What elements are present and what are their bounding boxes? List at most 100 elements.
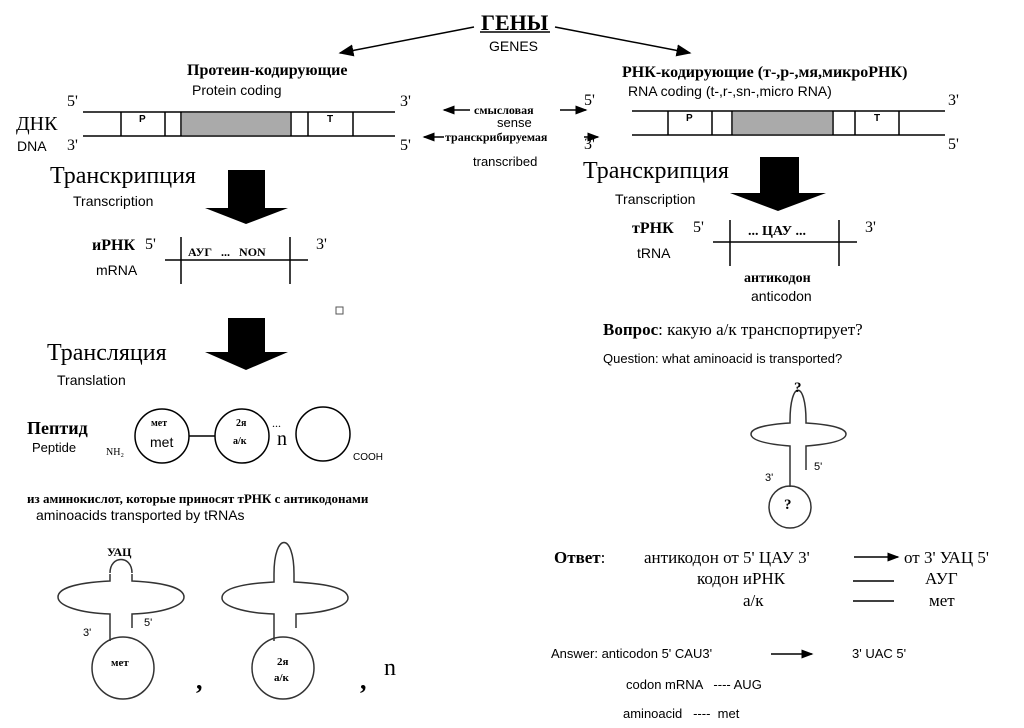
trna-cloverleaf-question — [750, 389, 847, 529]
left-promoter-label: P — [139, 114, 146, 125]
question-ru: Вопрос: какую а/к транспортирует? — [603, 320, 863, 340]
question-label: Вопрос — [603, 320, 659, 339]
anticodon-label-en: anticodon — [751, 288, 812, 304]
left-translation-arrow-icon — [205, 318, 288, 370]
question-text: : какую а/к транспортирует? — [658, 320, 863, 339]
trna1-3-end: 3' — [83, 627, 92, 639]
answer-en-line-3: aminoacid ---- met — [623, 706, 740, 721]
dna-label-ru: ДНК — [16, 113, 58, 135]
rna-coding-heading-ru: РНК-кодирующие (т-,р-,мя,микроРНК) — [622, 64, 908, 81]
right-transcription-en: Transcription — [615, 191, 696, 207]
answer-label-ru: Ответ: — [554, 548, 605, 568]
peptide-n: n — [277, 428, 287, 450]
trna-cloverleaf-2 — [221, 542, 349, 700]
right-promoter-label: P — [686, 113, 693, 124]
dna-label-en: DNA — [17, 138, 47, 154]
trna-5-end: 5' — [693, 219, 704, 236]
right-gene-coding-region — [733, 112, 832, 134]
peptide-residue-n — [295, 406, 351, 462]
small-square — [335, 306, 344, 315]
title-ru: ГЕНЫ — [481, 10, 549, 35]
comma-1: , — [196, 666, 203, 695]
rna-coding-heading-en: RNA coding (t-,r-,sn-,micro RNA) — [628, 83, 832, 99]
answer-row-2-left: кодон иРНК — [697, 569, 786, 588]
right-dna-top-3: 3' — [948, 92, 959, 109]
answer-row-3-left: а/к — [743, 591, 764, 610]
question-trna-5: 5' — [814, 461, 823, 473]
left-dna-top-3: 3' — [400, 93, 411, 110]
mrna-diagram — [165, 237, 308, 284]
trna-linear-diagram — [713, 220, 857, 266]
protein-coding-heading-ru: Протеин-кодирующие — [187, 62, 348, 79]
right-dna-top-5: 5' — [584, 92, 595, 109]
aminoacid-caption-ru: из аминокислот, которые приносят тРНК с … — [27, 491, 369, 506]
peptide-nh2: NH₂ — [106, 447, 124, 458]
answer-row-2-right: АУГ — [925, 569, 958, 588]
answer-row-1-left: антикодон от 5' ЦАУ 3' — [644, 548, 810, 567]
left-dna-top-5: 5' — [67, 93, 78, 110]
question-anticodon-mark: ? — [794, 380, 802, 396]
trna1-anticodon: УАЦ — [107, 545, 132, 559]
mrna-label-ru: иРНК — [92, 237, 136, 254]
peptide-met-en: met — [150, 434, 174, 450]
peptide-met-ru: мет — [151, 418, 168, 429]
right-dna-bottom-3: 3' — [584, 136, 595, 153]
trna-label-ru: тРНК — [632, 220, 674, 237]
mrna-5-end: 5' — [145, 236, 156, 253]
peptide-ru: Пептид — [27, 418, 88, 438]
mrna-label-en: mRNA — [96, 262, 138, 278]
peptide-en: Peptide — [32, 440, 77, 455]
right-terminator-label: T — [874, 113, 881, 124]
left-gene-coding-region — [182, 113, 290, 135]
aminoacid-caption-en: aminoacids transported by tRNAs — [36, 507, 245, 523]
left-transcription-en: Transcription — [73, 193, 154, 209]
trna-label-en: tRNA — [637, 245, 671, 261]
question-aminoacid-mark: ? — [784, 497, 792, 513]
answer-colon: : — [600, 548, 606, 567]
arrow-to-rna-coding — [554, 26, 692, 57]
transcribed-label-ru: транскрибируемая — [445, 130, 548, 144]
trna1-aminoacid: мет — [111, 657, 129, 669]
transcribed-label-en: transcribed — [473, 154, 538, 169]
right-transcription-arrow-icon — [730, 157, 826, 211]
right-transcription-ru: Транскрипция — [583, 158, 729, 184]
arrow-to-protein-coding — [338, 26, 475, 57]
left-dna-strands — [83, 111, 395, 137]
answer-row-3-right: мет — [929, 591, 955, 610]
right-dna-strands — [632, 110, 945, 136]
answer-en-line-1: Answer: anticodon 5' CAU3' — [551, 646, 713, 661]
trna-3-end: 3' — [865, 219, 876, 236]
comma-2: , — [360, 666, 367, 695]
peptide-residue-2 — [214, 408, 270, 464]
title-en: GENES — [489, 38, 539, 54]
left-transcription-arrow-icon — [205, 170, 288, 224]
question-trna-3: 3' — [765, 472, 774, 484]
trna2-aminoacid-l1: 2я — [277, 656, 289, 668]
peptide-2nd-l1: 2я — [236, 418, 247, 429]
sense-label-en: sense — [497, 115, 532, 130]
left-dna-bottom-3: 3' — [67, 137, 78, 154]
peptide-cooh: COOH — [353, 452, 383, 463]
left-transcription-ru: Транскрипция — [50, 163, 196, 189]
anticodon-label-ru: антикодон — [744, 271, 811, 286]
left-terminator-label: T — [327, 114, 334, 125]
answer-row-1-right: от 3' УАЦ 5' — [904, 548, 989, 567]
right-dna-bottom-5: 5' — [948, 136, 959, 153]
peptide-chain — [134, 406, 351, 464]
peptide-2nd-l2: а/к — [233, 436, 247, 447]
translation-ru: Трансляция — [47, 340, 167, 366]
trna-anticodon-sequence: ... ЦАУ ... — [748, 224, 807, 239]
trna1-5-end: 5' — [144, 617, 153, 629]
peptide-dots: ... — [272, 416, 281, 430]
left-dna-bottom-5: 5' — [400, 137, 411, 154]
translation-en: Translation — [57, 372, 126, 388]
trna-n: n — [384, 655, 396, 681]
answer-label: Ответ — [554, 548, 601, 567]
trna-cloverleaf-met — [57, 558, 185, 700]
mrna-codons: АУГ ... NON — [188, 245, 266, 259]
answer-en-line-2: codon mRNA ---- AUG — [626, 677, 762, 692]
trna2-aminoacid-l2: а/к — [274, 672, 289, 684]
sense-label-ru: смысловая — [474, 103, 534, 117]
mrna-3-end: 3' — [316, 236, 327, 253]
